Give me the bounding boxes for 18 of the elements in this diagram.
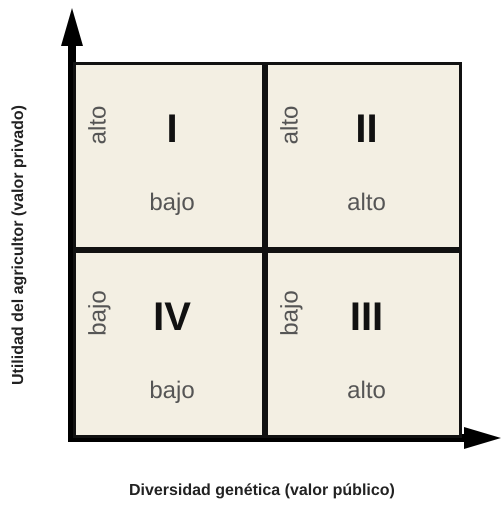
axis-title: Utilidad del agricultor (valor privado) [10,104,28,386]
quadrant-box [73,250,265,438]
row-level-label: bajo [276,290,304,336]
quadrant-box [265,250,462,438]
quadrant-box [73,62,265,250]
quadrant-number: III [348,295,384,340]
row-level-label: bajo [84,290,112,336]
axis-title: Diversidad genética (valor público) [129,482,395,500]
column-level-label: bajo [148,377,196,405]
column-level-label: bajo [148,189,196,217]
row-level-label: alto [276,106,304,144]
quadrant-number: I [165,107,179,152]
row-level-label: alto [84,106,112,144]
quadrant-box [265,62,462,250]
quadrant-number: IV [152,295,192,340]
column-level-label: alto [346,189,387,217]
column-level-label: alto [346,377,387,405]
quadrant-number: II [354,107,379,152]
